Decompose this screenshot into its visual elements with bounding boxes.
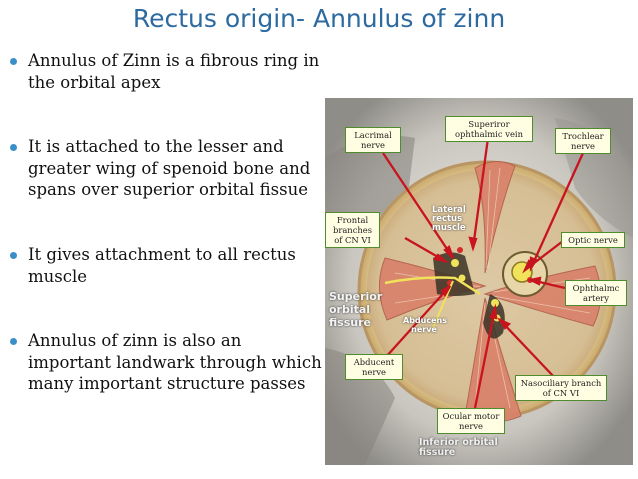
label-ophthalmic-artery: Ophthalmc artery bbox=[565, 280, 627, 306]
pointer-lines bbox=[382, 137, 585, 409]
bullet-dot-icon bbox=[10, 252, 17, 259]
nerve-dot bbox=[458, 274, 466, 282]
label-superior-ophthalmic-vein: Superiror ophthalmic vein bbox=[445, 116, 533, 142]
label-ocular-motor-nerve: Ocular motor nerve bbox=[437, 408, 505, 434]
label-nasociliary-branch: Nasociliary branch of CN VI bbox=[515, 375, 607, 401]
bullet-dot-icon bbox=[10, 144, 17, 151]
label-abducent-nerve: Abducent nerve bbox=[345, 354, 403, 380]
bullet-text: It gives attachment to all rectus muscle bbox=[28, 245, 296, 286]
lateral-rectus-text: Lateral rectus muscle bbox=[432, 205, 466, 233]
nerve-path bbox=[384, 276, 481, 296]
lateral-rectus bbox=[378, 257, 487, 321]
label-lacrimal-nerve: Lacrimal nerve bbox=[345, 127, 401, 153]
bullet-item: Annulus of Zinn is a fibrous ring in the… bbox=[8, 50, 326, 93]
bullet-dot-icon bbox=[10, 58, 17, 65]
bullet-item: It is attached to the lesser and greater… bbox=[8, 136, 326, 201]
slide-title: Rectus origin- Annulus of zinn bbox=[132, 4, 506, 33]
label-optic-nerve: Optic nerve bbox=[561, 232, 625, 248]
bullet-text: Annulus of Zinn is a fibrous ring in the… bbox=[28, 51, 320, 92]
abducens-text: Abducens nerve bbox=[403, 316, 447, 334]
bullet-text: Annulus of zinn is also an important lan… bbox=[28, 331, 322, 393]
nerve-dot bbox=[451, 259, 459, 267]
label-frontal-branches: Frontal branches of CN VI bbox=[325, 212, 380, 248]
label-trochlear-nerve: Trochlear nerve bbox=[555, 128, 611, 154]
bullet-dot-icon bbox=[10, 338, 17, 345]
annulus-diagram: Lateral rectus muscle Superior orbital f… bbox=[325, 98, 633, 465]
nerve-dot bbox=[491, 299, 499, 307]
annulus-illustration bbox=[325, 98, 633, 465]
superior-rectus bbox=[474, 161, 516, 274]
inferior-orbital-fissure-text: Inferior orbital fissure bbox=[419, 437, 498, 458]
superior-orbital-fissure-text: Superior orbital fissure bbox=[329, 290, 383, 329]
vessel-dot bbox=[457, 247, 463, 253]
bullet-item: It gives attachment to all rectus muscle bbox=[8, 244, 326, 287]
bullet-item: Annulus of zinn is also an important lan… bbox=[8, 330, 326, 395]
bullet-text: It is attached to the lesser and greater… bbox=[28, 137, 311, 199]
